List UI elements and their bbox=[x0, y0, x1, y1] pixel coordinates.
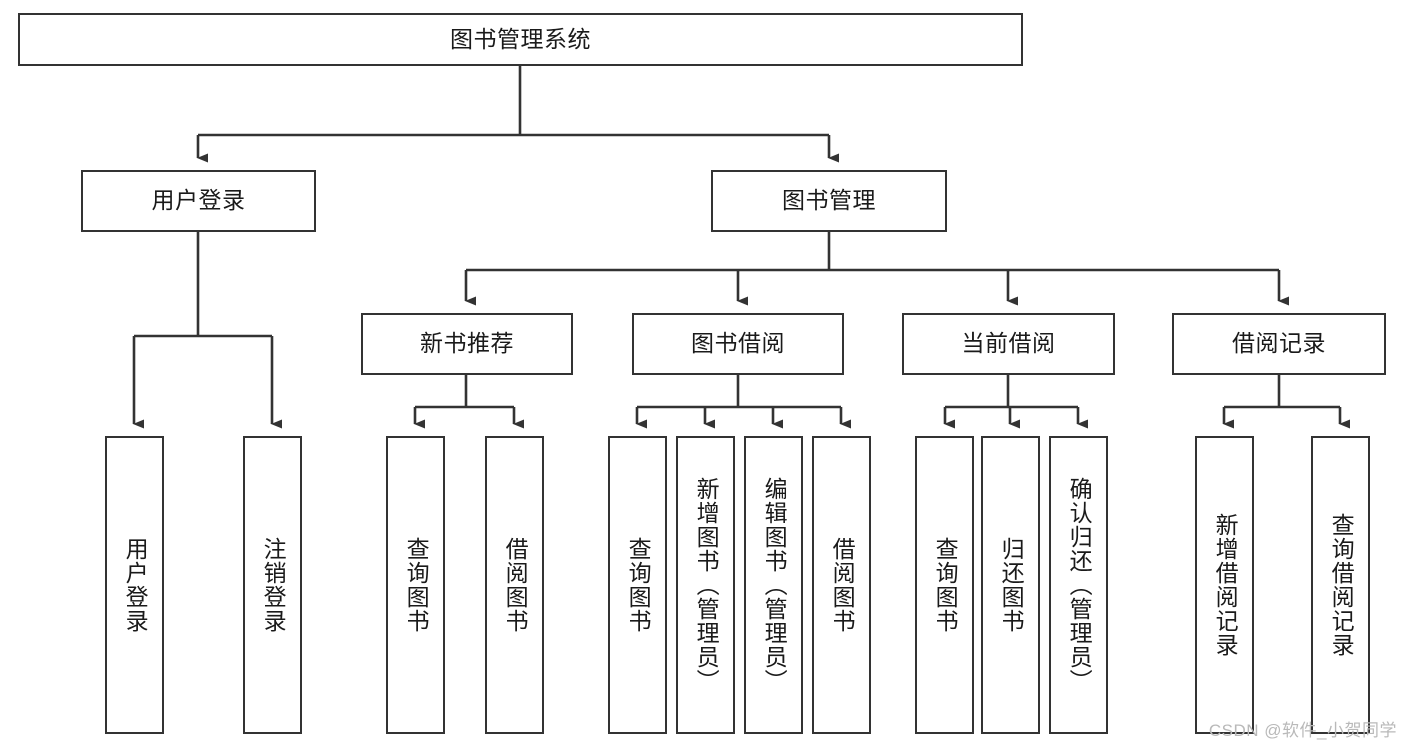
node-label: 新增借阅记录 bbox=[1212, 513, 1239, 657]
leaf-user-login-logout[interactable]: 注销登录 bbox=[243, 436, 302, 734]
leaf-recommend-borrow-book[interactable]: 借阅图书 bbox=[485, 436, 544, 734]
node-root-system[interactable]: 图书管理系统 bbox=[18, 13, 1023, 66]
leaf-borrow-borrow-book[interactable]: 借阅图书 bbox=[812, 436, 871, 734]
node-label: 查询图书 bbox=[403, 537, 430, 633]
node-label: 借阅图书 bbox=[502, 537, 529, 633]
node-label: 当前借阅 bbox=[961, 330, 1056, 357]
leaf-record-query-record[interactable]: 查询借阅记录 bbox=[1311, 436, 1370, 734]
node-label: 归还图书 bbox=[998, 537, 1025, 633]
leaf-borrow-edit-book-admin[interactable]: 编辑图书（管理员） bbox=[744, 436, 803, 734]
node-label: 用户登录 bbox=[151, 187, 246, 214]
node-label: 查询借阅记录 bbox=[1328, 513, 1355, 657]
leaf-record-add-record[interactable]: 新增借阅记录 bbox=[1195, 436, 1254, 734]
csdn-watermark: CSDN @软件_小贺同学 bbox=[1208, 721, 1397, 740]
leaf-current-confirm-return-admin[interactable]: 确认归还（管理员） bbox=[1049, 436, 1108, 734]
node-current-borrow[interactable]: 当前借阅 bbox=[902, 313, 1115, 375]
node-label: 查询图书 bbox=[932, 537, 959, 633]
node-user-login[interactable]: 用户登录 bbox=[81, 170, 316, 232]
node-label: 图书管理 bbox=[782, 187, 876, 214]
node-new-book-recommend[interactable]: 新书推荐 bbox=[361, 313, 573, 375]
node-label: 编辑图书（管理员） bbox=[761, 477, 788, 693]
node-label: 图书管理系统 bbox=[450, 25, 591, 52]
leaf-current-return-book[interactable]: 归还图书 bbox=[981, 436, 1040, 734]
node-label: 注销登录 bbox=[260, 537, 287, 633]
leaf-user-login-login[interactable]: 用户登录 bbox=[105, 436, 164, 734]
node-book-management[interactable]: 图书管理 bbox=[711, 170, 947, 232]
node-label: 新书推荐 bbox=[420, 330, 514, 357]
node-label: 图书借阅 bbox=[691, 330, 785, 357]
leaf-current-query-book[interactable]: 查询图书 bbox=[915, 436, 974, 734]
node-label: 确认归还（管理员） bbox=[1066, 477, 1093, 693]
leaf-recommend-query-book[interactable]: 查询图书 bbox=[386, 436, 445, 734]
node-label: 新增图书（管理员） bbox=[693, 477, 720, 693]
node-label: 查询图书 bbox=[625, 537, 652, 633]
leaf-borrow-add-book-admin[interactable]: 新增图书（管理员） bbox=[676, 436, 735, 734]
node-book-borrow[interactable]: 图书借阅 bbox=[632, 313, 844, 375]
leaf-borrow-query-book[interactable]: 查询图书 bbox=[608, 436, 667, 734]
node-borrow-record[interactable]: 借阅记录 bbox=[1172, 313, 1386, 375]
node-label: 借阅图书 bbox=[829, 537, 856, 633]
node-label: 借阅记录 bbox=[1232, 330, 1326, 357]
node-label: 用户登录 bbox=[122, 537, 149, 633]
